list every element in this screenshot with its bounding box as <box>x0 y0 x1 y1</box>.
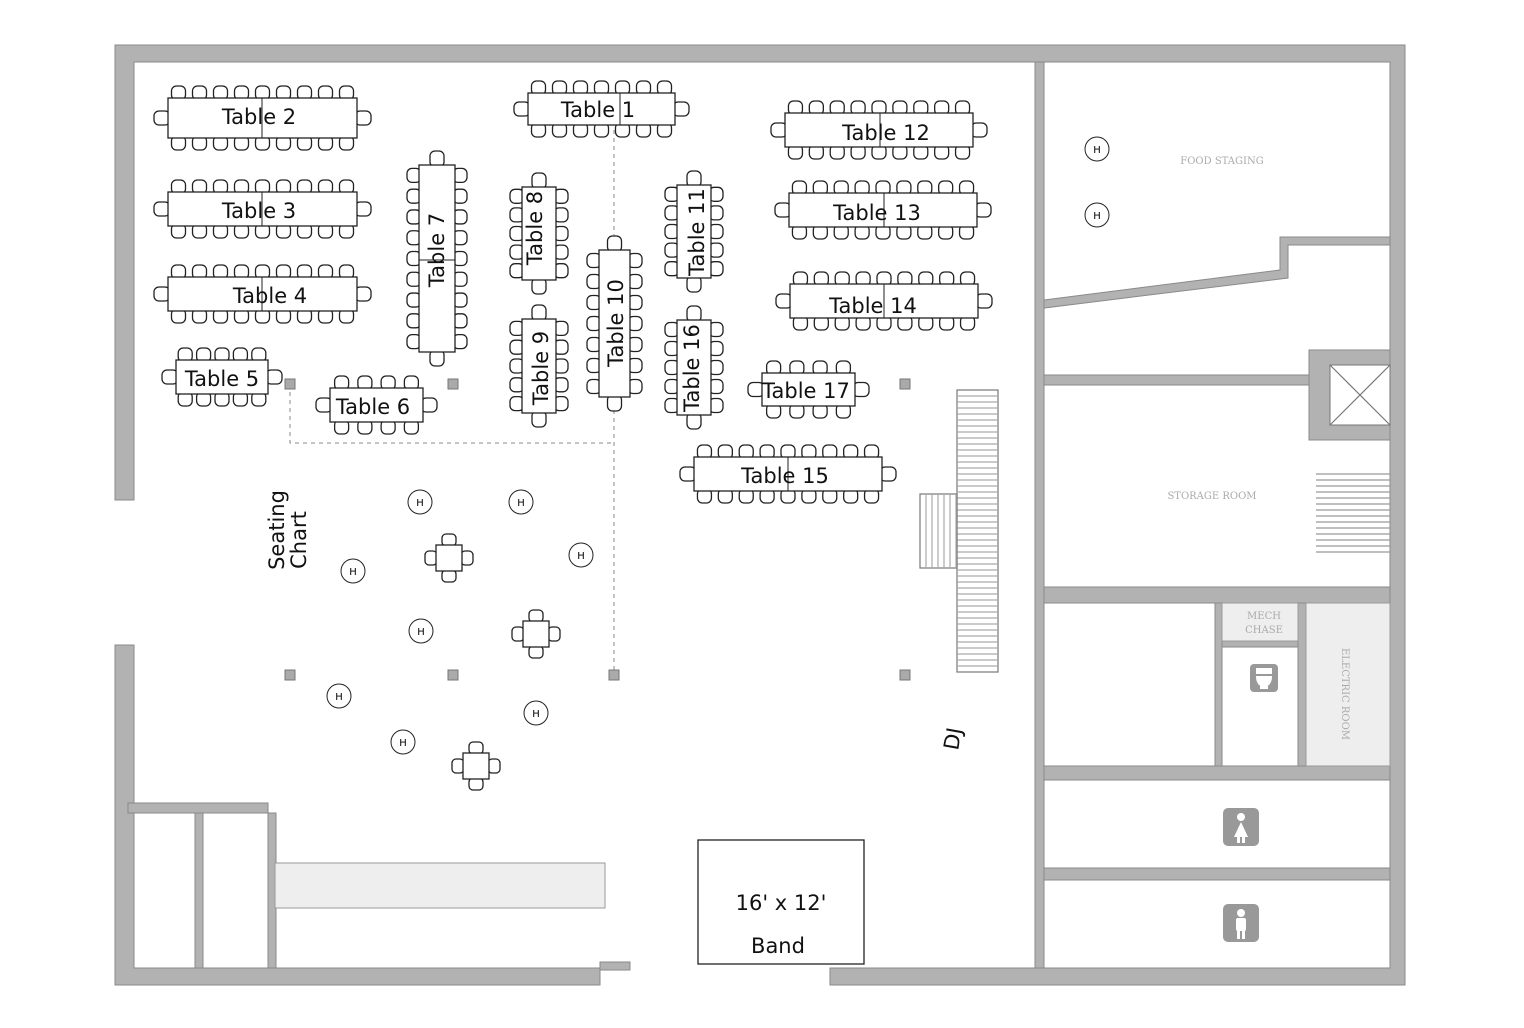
seating-chart-label-1: Seating <box>265 490 289 570</box>
heater-marker: H <box>340 558 366 584</box>
table-label: Table 15 <box>740 464 829 488</box>
table-10[interactable]: Table 10 <box>586 235 643 412</box>
table-top <box>418 164 456 353</box>
table-top <box>761 372 856 407</box>
table-label: Table 9 <box>529 331 553 406</box>
table-16[interactable]: Table 16 <box>664 305 724 430</box>
stage-label: Band <box>751 934 805 958</box>
table-8[interactable]: Table 8 <box>509 172 569 295</box>
column <box>899 378 911 390</box>
mens-restroom-icon <box>1223 904 1259 942</box>
table-label: Table 13 <box>832 201 921 225</box>
table-top <box>527 92 676 126</box>
stairs-right <box>1316 473 1390 553</box>
bar-counter <box>274 862 606 909</box>
heater-marker: H <box>568 542 594 568</box>
heater-label: H <box>532 709 540 720</box>
table-14[interactable]: Table 14 <box>775 271 993 331</box>
tables: Table 1 Table 2 Table 3 Table 4 Table 5 Table… <box>153 80 993 791</box>
heater-marker: H <box>508 489 534 515</box>
table-top <box>521 186 557 281</box>
table-5[interactable]: Table 5 <box>161 347 283 407</box>
room-label-electric: ELECTRIC ROOM <box>1339 648 1350 740</box>
column <box>447 669 459 681</box>
column <box>284 378 296 390</box>
table-9[interactable]: Table 9 <box>509 304 569 428</box>
table-label: Table 8 <box>523 191 547 266</box>
heater-marker: H <box>390 729 416 755</box>
table-label: Table 12 <box>841 121 930 145</box>
heater-marker: H <box>1084 136 1110 162</box>
room-label-food-staging: FOOD STAGING <box>1180 156 1263 167</box>
seating-chart-label-2: Chart <box>287 511 311 569</box>
table-label: Table 7 <box>425 213 449 288</box>
table-label: Table 3 <box>221 199 296 223</box>
table-top <box>676 319 712 416</box>
cocktail-table[interactable] <box>424 533 474 583</box>
table-label: Table 17 <box>761 379 850 403</box>
heater-label: H <box>577 551 585 562</box>
heater-marker: H <box>523 700 549 726</box>
columns <box>284 378 911 681</box>
heater-label: H <box>1093 145 1101 156</box>
rooms: FOOD STAGING STORAGE ROOM MECH CHASE ELE… <box>274 156 1391 942</box>
table-label: Table 4 <box>232 284 307 308</box>
heater-marker: H <box>408 618 434 644</box>
column <box>284 669 296 681</box>
stage-size: 16' x 12' <box>736 891 827 915</box>
table-top <box>676 184 712 279</box>
room-label-mech: MECH <box>1247 611 1281 622</box>
table-2[interactable]: Table 2 <box>153 85 372 151</box>
heater-label: H <box>417 627 425 638</box>
table-7[interactable]: Table 7 <box>406 150 468 367</box>
heater-label: H <box>349 567 357 578</box>
table-top <box>598 249 631 398</box>
toilet-icon <box>1250 664 1278 692</box>
table-top <box>788 192 978 228</box>
table-label: Table 5 <box>184 367 259 391</box>
band-stage <box>697 839 865 965</box>
column <box>608 669 620 681</box>
table-label: Table 14 <box>828 294 917 318</box>
table-label: Table 10 <box>604 279 628 368</box>
heater-marker: H <box>326 683 352 709</box>
heater-label: H <box>1093 211 1101 222</box>
heater-label: H <box>517 498 525 509</box>
table-label: Table 11 <box>685 188 709 277</box>
table-13[interactable]: Table 13 <box>774 180 992 240</box>
room-label-storage: STORAGE ROOM <box>1167 491 1256 502</box>
heater-label: H <box>416 498 424 509</box>
table-11[interactable]: Table 11 <box>664 170 724 293</box>
cocktail-table[interactable] <box>451 741 501 791</box>
table-top <box>784 112 974 148</box>
cocktail-table[interactable] <box>511 609 561 659</box>
heater-label: H <box>399 738 407 749</box>
heater-marker: H <box>407 489 433 515</box>
table-label: Table 2 <box>221 105 296 129</box>
dj-label: DJ <box>939 726 967 752</box>
table-top <box>175 359 269 395</box>
table-6[interactable]: Table 6 <box>315 375 438 435</box>
stage-stairs <box>919 389 999 673</box>
table-3[interactable]: Table 3 <box>153 179 372 239</box>
table-1[interactable]: Table 1 <box>513 80 690 138</box>
table-15[interactable]: Table 15 <box>679 444 897 504</box>
table-label: Table 16 <box>680 324 704 413</box>
heaters: H H H H H H H H H H <box>326 136 1110 755</box>
column <box>447 378 459 390</box>
heater-marker: H <box>1084 202 1110 228</box>
table-17[interactable]: Table 17 <box>747 360 870 419</box>
table-top <box>521 318 557 414</box>
table-label: Table 6 <box>335 395 410 419</box>
table-label: Table 1 <box>560 98 635 122</box>
womens-restroom-icon <box>1223 808 1259 846</box>
table-top <box>329 387 424 423</box>
column <box>899 669 911 681</box>
table-4[interactable]: Table 4 <box>153 264 372 324</box>
table-12[interactable]: Table 12 <box>770 100 988 160</box>
heater-label: H <box>335 692 343 703</box>
room-label-chase: CHASE <box>1245 625 1283 636</box>
